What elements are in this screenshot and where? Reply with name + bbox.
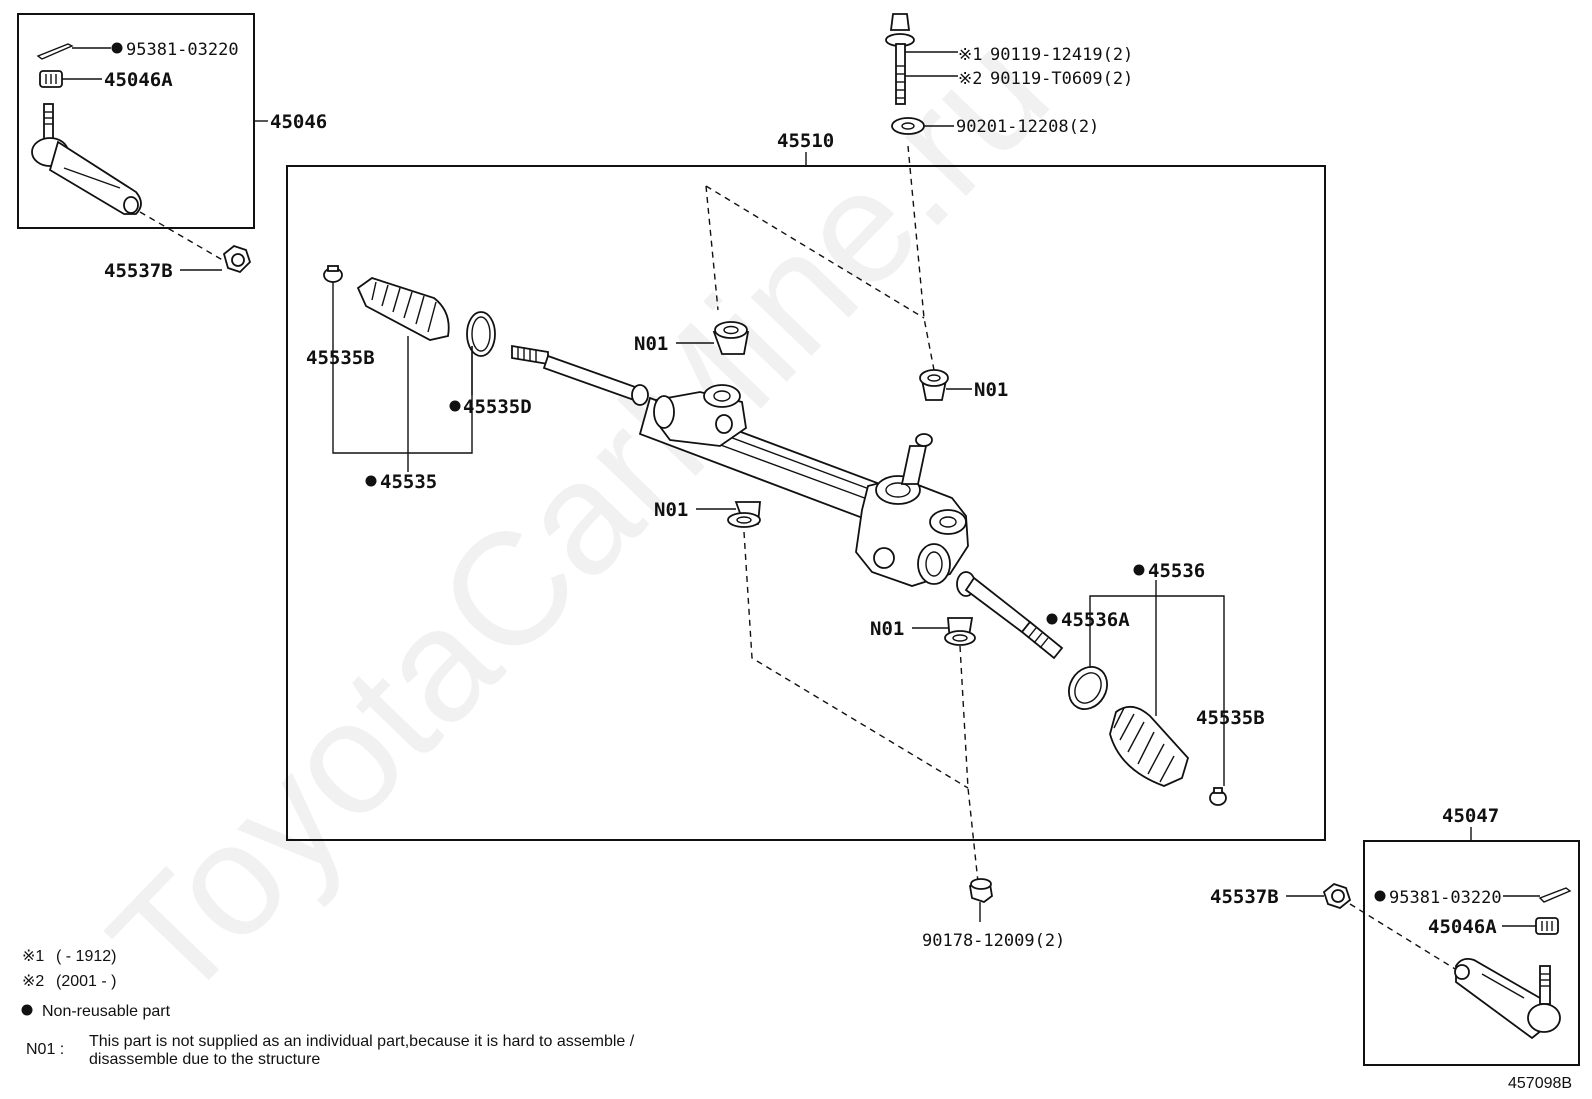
cotter-pin-rh-icon: [1538, 887, 1572, 903]
label-lock-nut-lh: 45537B: [104, 260, 173, 282]
label-washer: 90201-12208(2): [956, 117, 1099, 137]
bottom-nut-icon: [969, 878, 993, 904]
castle-nut-lh-icon: [39, 70, 63, 88]
label-boot-clip-rh: 45535B: [1196, 707, 1265, 729]
mounting-bolt-icon: [885, 13, 915, 105]
label-n01-c: N01: [654, 499, 688, 521]
marker-note2: ※2: [958, 69, 982, 89]
legend-note2-range: (2001 - ): [56, 973, 116, 990]
label-cotter-pin-lh: 95381-03220: [126, 40, 239, 60]
non-reusable-dot-icon: [111, 42, 123, 54]
legend-n01-code: N01 :: [26, 1041, 64, 1058]
label-boot-clamp-rh: 45536A: [1061, 609, 1130, 631]
label-boot-clamp-lh: 45535D: [463, 396, 532, 418]
legend-non-reusable: Non-reusable part: [42, 1003, 171, 1020]
boot-clip-lh-icon: [323, 265, 343, 283]
legend-note1-range: ( - 1912): [56, 948, 116, 965]
n01-bushing-b-icon: [919, 369, 949, 401]
label-boot-clip-lh: 45535B: [306, 347, 375, 369]
castle-nut-rh-icon: [1535, 917, 1559, 935]
label-n01-a: N01: [634, 333, 668, 355]
label-boot-kit-lh: 45535: [380, 471, 437, 493]
lock-nut-lh-icon: [222, 244, 252, 274]
label-n01-d: N01: [870, 618, 904, 640]
boot-clip-rh-icon: [1209, 787, 1227, 806]
boot-clamp-lh-icon: [466, 311, 496, 357]
rack-boot-rh-icon: [1109, 706, 1190, 787]
n01-bushing-d-icon: [944, 617, 976, 646]
tie-rod-end-rh-icon: [1454, 957, 1561, 1040]
cotter-pin-lh-icon: [36, 43, 74, 60]
n01-bushing-c-icon: [727, 501, 761, 528]
legend-note1-mark: ※1: [22, 948, 44, 965]
steering-rack-icon: [511, 344, 1064, 660]
non-reusable-dot-icon: [449, 400, 461, 412]
label-nut-bottom: 90178-12009(2): [922, 931, 1065, 951]
group-label-45510: 45510: [777, 130, 834, 152]
non-reusable-dot-icon: [365, 475, 377, 487]
non-reusable-dot-icon: [21, 1004, 33, 1016]
tie-rod-end-lh-icon: [31, 103, 142, 215]
legend-note2-mark: ※2: [22, 973, 44, 990]
non-reusable-dot-icon: [1046, 613, 1058, 625]
legend-n01-line2: disassemble due to the structure: [89, 1051, 320, 1068]
figure-code: 457098B: [1508, 1075, 1572, 1092]
label-bolt-1: 90119-12419(2): [990, 45, 1133, 65]
label-n01-b: N01: [974, 379, 1008, 401]
label-bolt-2: 90119-T0609(2): [990, 69, 1133, 89]
label-boot-kit-rh: 45536: [1148, 560, 1205, 582]
washer-icon: [891, 117, 925, 135]
group-label-45047: 45047: [1442, 805, 1499, 827]
group-label-45046: 45046: [270, 111, 327, 133]
marker-note1: ※1: [958, 45, 982, 65]
legend-n01-line1: This part is not supplied as an individu…: [89, 1033, 635, 1050]
label-lock-nut-rh: 45537B: [1210, 886, 1279, 908]
label-nut-rh: 45046A: [1428, 916, 1497, 938]
non-reusable-dot-icon: [1133, 564, 1145, 576]
non-reusable-dot-icon: [1374, 890, 1386, 902]
n01-bushing-a-icon: [712, 321, 750, 355]
label-cotter-pin-rh: 95381-03220: [1389, 888, 1502, 908]
label-nut-lh: 45046A: [104, 69, 173, 91]
boot-clamp-rh-icon: [1068, 666, 1108, 710]
lock-nut-rh-icon: [1322, 882, 1352, 910]
rack-boot-lh-icon: [356, 277, 450, 341]
